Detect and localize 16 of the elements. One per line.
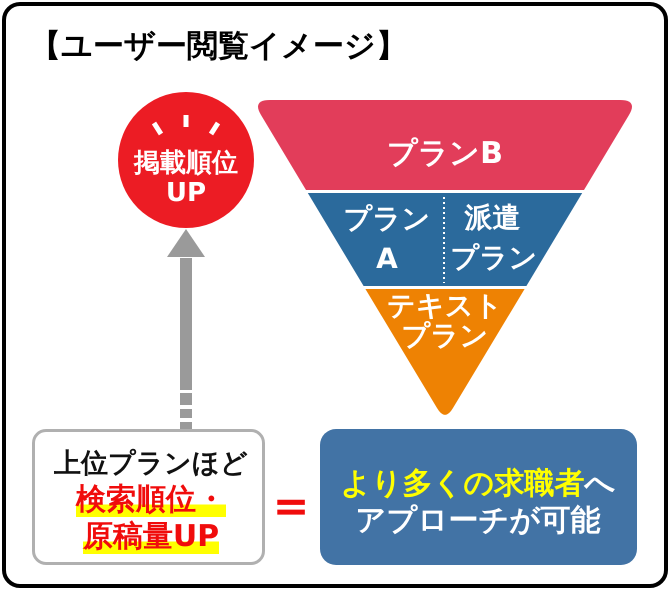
funnel-segment: [258, 100, 634, 190]
funnel-segment: [444, 193, 583, 286]
segment-label: プランB: [387, 136, 503, 172]
title: 【ユーザー閲覧イメージ】: [30, 27, 407, 65]
funnel-segment: [365, 289, 525, 415]
result-card: [320, 429, 637, 565]
badge-label: 掲載順位UP: [132, 148, 239, 208]
funnel-segment: [307, 193, 444, 286]
segment-label: 派遣プラン: [450, 200, 538, 276]
info-card: [32, 429, 265, 565]
result-text: より多くの求職者へアプローチが可能: [340, 465, 616, 539]
arrow: [167, 229, 205, 429]
segment-label: プランA: [342, 201, 432, 277]
segment-label: テキストプラン: [386, 291, 504, 351]
card-text: 上位プランほど: [54, 448, 248, 480]
equals-sign: =: [272, 485, 310, 529]
